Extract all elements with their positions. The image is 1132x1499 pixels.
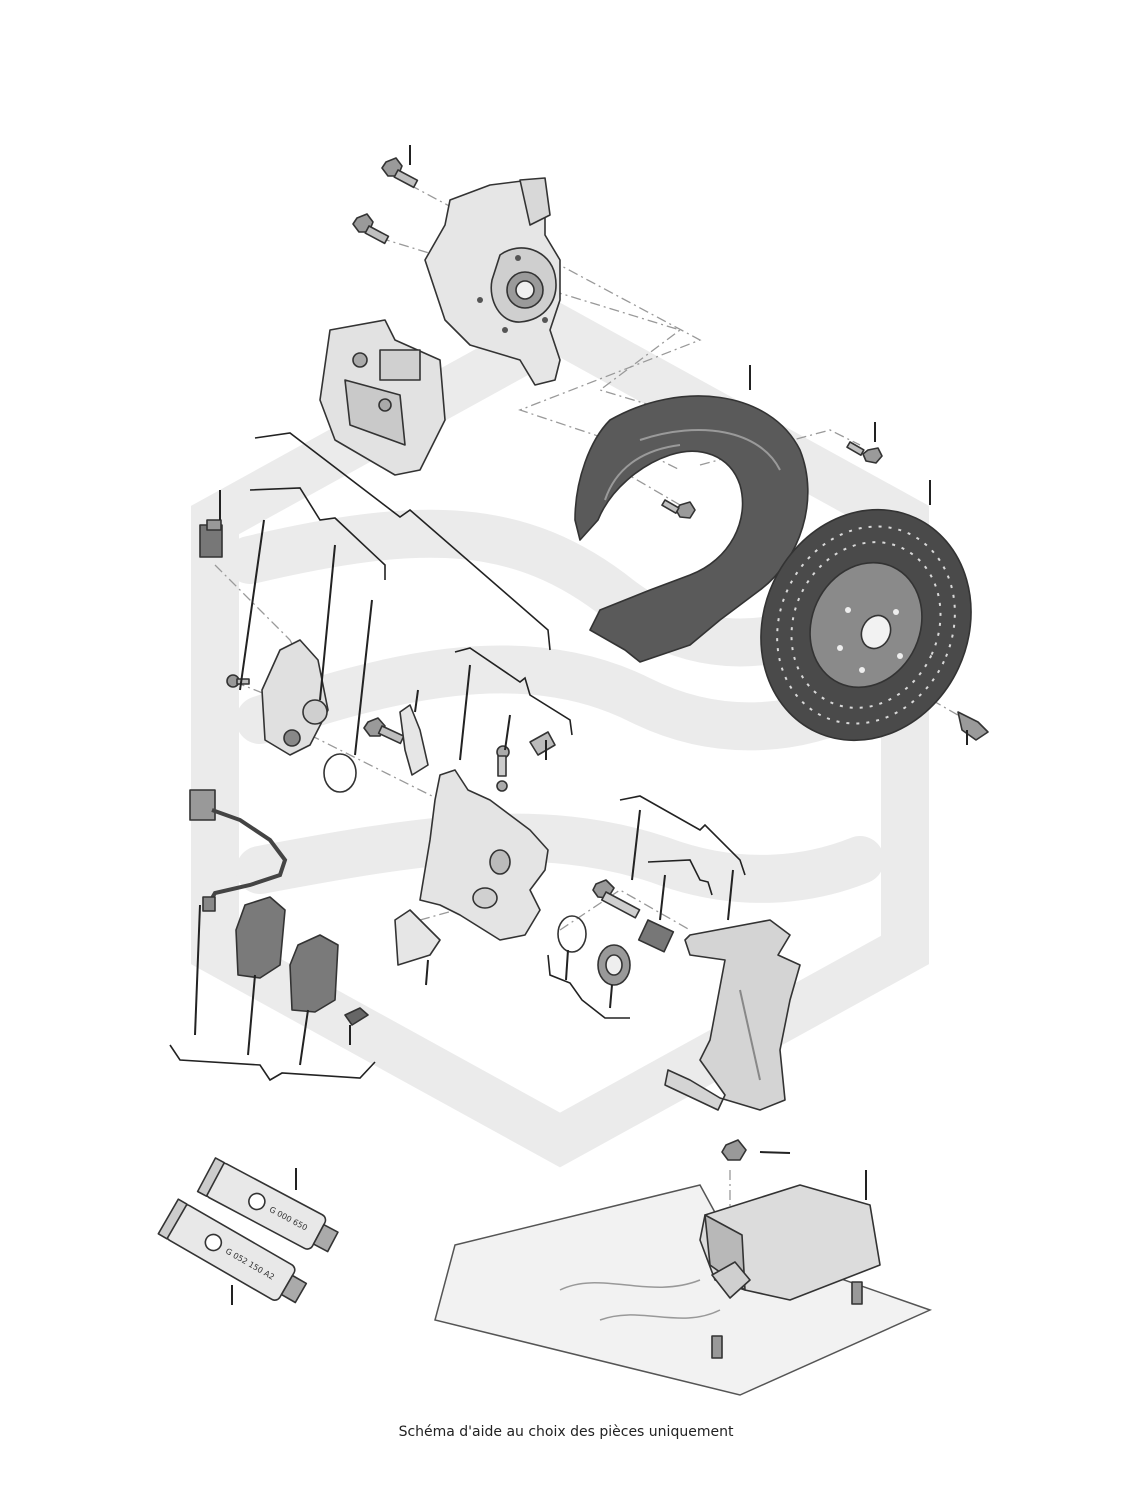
- brake-pad-right: [289, 934, 339, 1013]
- bleed-screw: [529, 731, 556, 756]
- guide-sleeve: [637, 919, 675, 953]
- caliper-piston-housing: [261, 639, 329, 756]
- grease-tube-upper: G 000 650: [196, 1157, 339, 1253]
- vw-logo-icon: [248, 1192, 266, 1211]
- group-brackets: [169, 432, 746, 1082]
- brake-disc: [760, 508, 972, 742]
- caliper-bracket-center: [419, 769, 549, 941]
- caption-text: Schéma d'aide au choix des pièces unique…: [398, 1424, 734, 1440]
- wear-sensor-cable: [189, 789, 288, 912]
- knuckle-bolt-upper: [381, 157, 419, 189]
- vw-logo-icon: [204, 1233, 223, 1252]
- guide-bolt: [592, 879, 641, 919]
- spring-clip-upper: [399, 704, 429, 776]
- brake-dust-shield: [574, 395, 809, 663]
- leader-lines: [194, 145, 968, 1305]
- brake-pad-left: [235, 896, 286, 979]
- guide-pin: [496, 745, 510, 792]
- vehicle-floor-panel: [434, 1184, 933, 1396]
- wear-sensor-connector: [199, 519, 223, 558]
- disc-screw: [957, 711, 989, 741]
- small-bolt: [226, 674, 250, 688]
- boot-seal: [597, 944, 631, 986]
- shield-bolt: [661, 499, 696, 519]
- shield-screw: [846, 441, 883, 464]
- steering-knuckle: [424, 177, 561, 386]
- watermark-logo: [191, 302, 929, 1168]
- brake-caliper: [319, 319, 446, 476]
- nut: [721, 1139, 747, 1161]
- stud-right: [851, 1281, 863, 1305]
- pad-clip: [344, 1007, 369, 1026]
- control-unit: [699, 1184, 881, 1301]
- carrier-bolt: [363, 717, 405, 745]
- stud-left: [711, 1335, 723, 1359]
- spring-clip-lower: [394, 909, 441, 966]
- seal-ring-right: [557, 915, 587, 953]
- seal-ring: [323, 753, 357, 793]
- caliper-carrier: [664, 919, 801, 1111]
- knuckle-bolt-lower: [352, 213, 390, 245]
- grease-tube-lower: G 052 150 A2: [157, 1198, 308, 1304]
